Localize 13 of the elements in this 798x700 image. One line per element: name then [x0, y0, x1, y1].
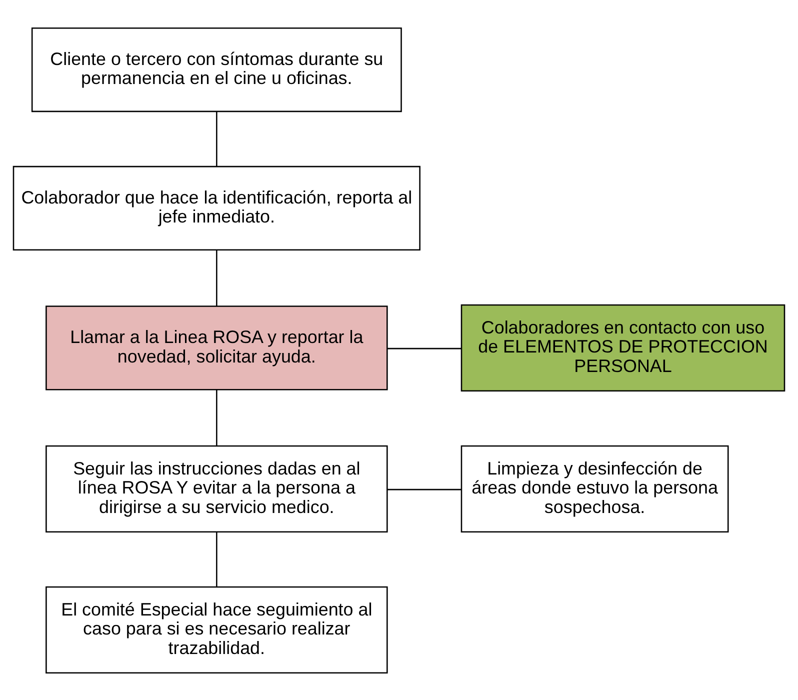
node-box: Seguir las instrucciones dadas en al línea ROSA Y evitar a la persona a dirigirse a su servicio medico.	[46, 444, 388, 532]
connector	[387, 347, 462, 349]
connector	[216, 250, 218, 306]
connector	[216, 532, 218, 586]
node-box: Cliente o tercero con síntomas durante su permanencia en el cine u oficinas.	[31, 26, 402, 112]
node-box: Colaborador que hace la identificación, reporta al jefe inmediato.	[12, 165, 420, 250]
connector	[216, 389, 218, 446]
node-box: Llamar a la Linea ROSA y reportar la novedad, solicitar ayuda.	[46, 305, 388, 390]
connector	[216, 111, 218, 166]
connector	[387, 488, 462, 490]
node-box: Limpieza y desinfección de áreas donde estuvo la persona sospechosa.	[460, 444, 729, 532]
node-box: Colaboradores en contacto con uso de ELEMENTOS DE PROTECCION PERSONAL	[460, 304, 786, 392]
node-box: El comité Especial hace seguimiento al caso para si es necesario realizar trazabilidad.	[46, 586, 388, 674]
